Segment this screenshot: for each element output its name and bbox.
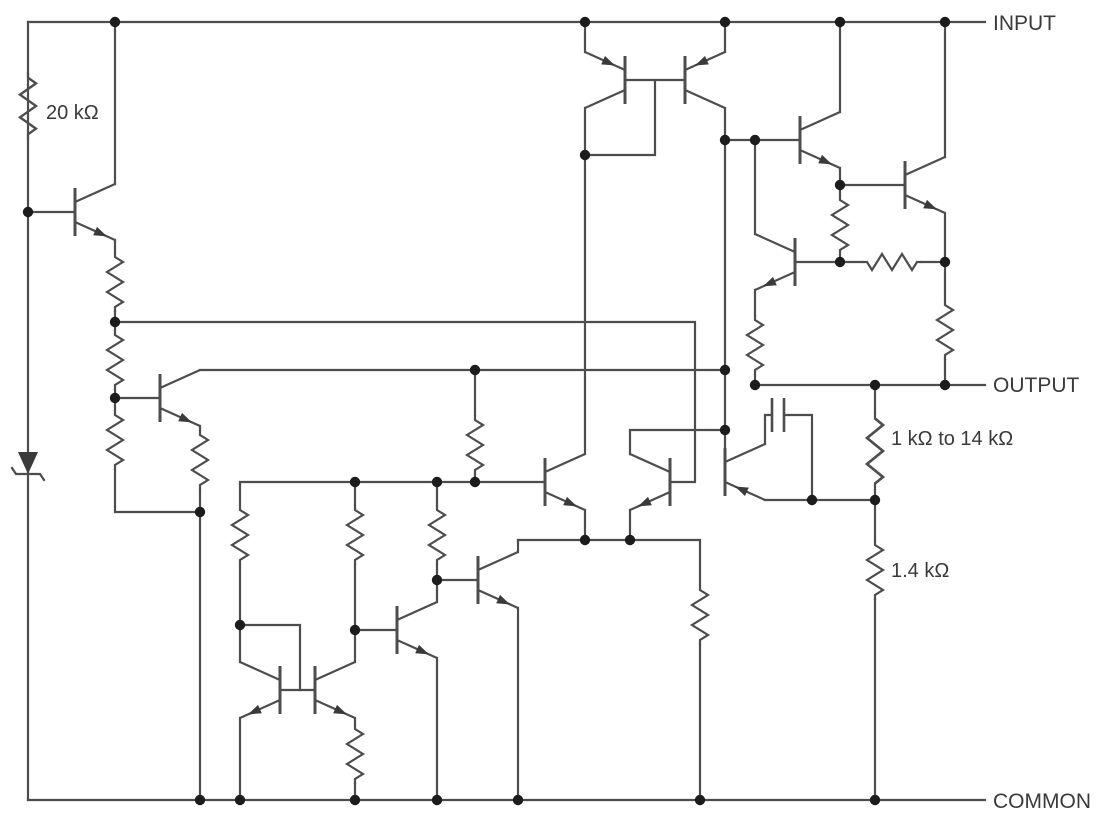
resistor: [105, 408, 125, 472]
resistor: [190, 428, 210, 492]
resistor-1p4k: [865, 538, 885, 602]
transistor-pnp: [583, 50, 627, 110]
common-terminal-label: COMMON: [993, 790, 1091, 813]
resistor: [935, 298, 955, 362]
resistor: [465, 413, 485, 477]
resistor: [860, 252, 924, 272]
capacitor: [763, 398, 814, 502]
resistor: [105, 328, 125, 392]
resistor: [427, 503, 447, 567]
resistor-feedback: [865, 410, 885, 492]
transistor-npn: [73, 182, 117, 242]
wires: [26, 20, 987, 802]
input-terminal-label: INPUT: [993, 12, 1056, 35]
resistor: [830, 193, 850, 257]
resistor: [345, 503, 365, 567]
transistor-npn: [628, 452, 672, 512]
transistor-npn: [543, 452, 587, 512]
junction-dots: [22, 16, 951, 806]
transistor-npn: [903, 155, 947, 215]
labels: INPUT OUTPUT COMMON 20 kΩ 1 kΩ to 14 kΩ …: [46, 12, 1091, 813]
transistor-npn: [476, 550, 520, 610]
resistor-1p4k-label: 1.4 kΩ: [891, 560, 949, 582]
transistor-npn: [753, 232, 797, 292]
resistor-feedback-label: 1 kΩ to 14 kΩ: [891, 428, 1013, 450]
output-terminal-label: OUTPUT: [993, 374, 1080, 397]
transistor-pnp: [723, 442, 767, 502]
resistor: [345, 722, 365, 786]
transistor-npn: [798, 110, 842, 170]
resistor: [230, 503, 250, 567]
transistor-npn: [395, 600, 439, 660]
resistor-20k-label: 20 kΩ: [46, 102, 99, 124]
resistor: [105, 250, 125, 314]
resistor: [745, 313, 765, 377]
transistor-npn: [313, 660, 357, 720]
resistor: [690, 583, 710, 647]
transistor-pnp: [683, 50, 727, 110]
transistor-npn: [158, 368, 202, 428]
transistor-npn: [238, 660, 282, 720]
zener-diode: [10, 452, 46, 482]
